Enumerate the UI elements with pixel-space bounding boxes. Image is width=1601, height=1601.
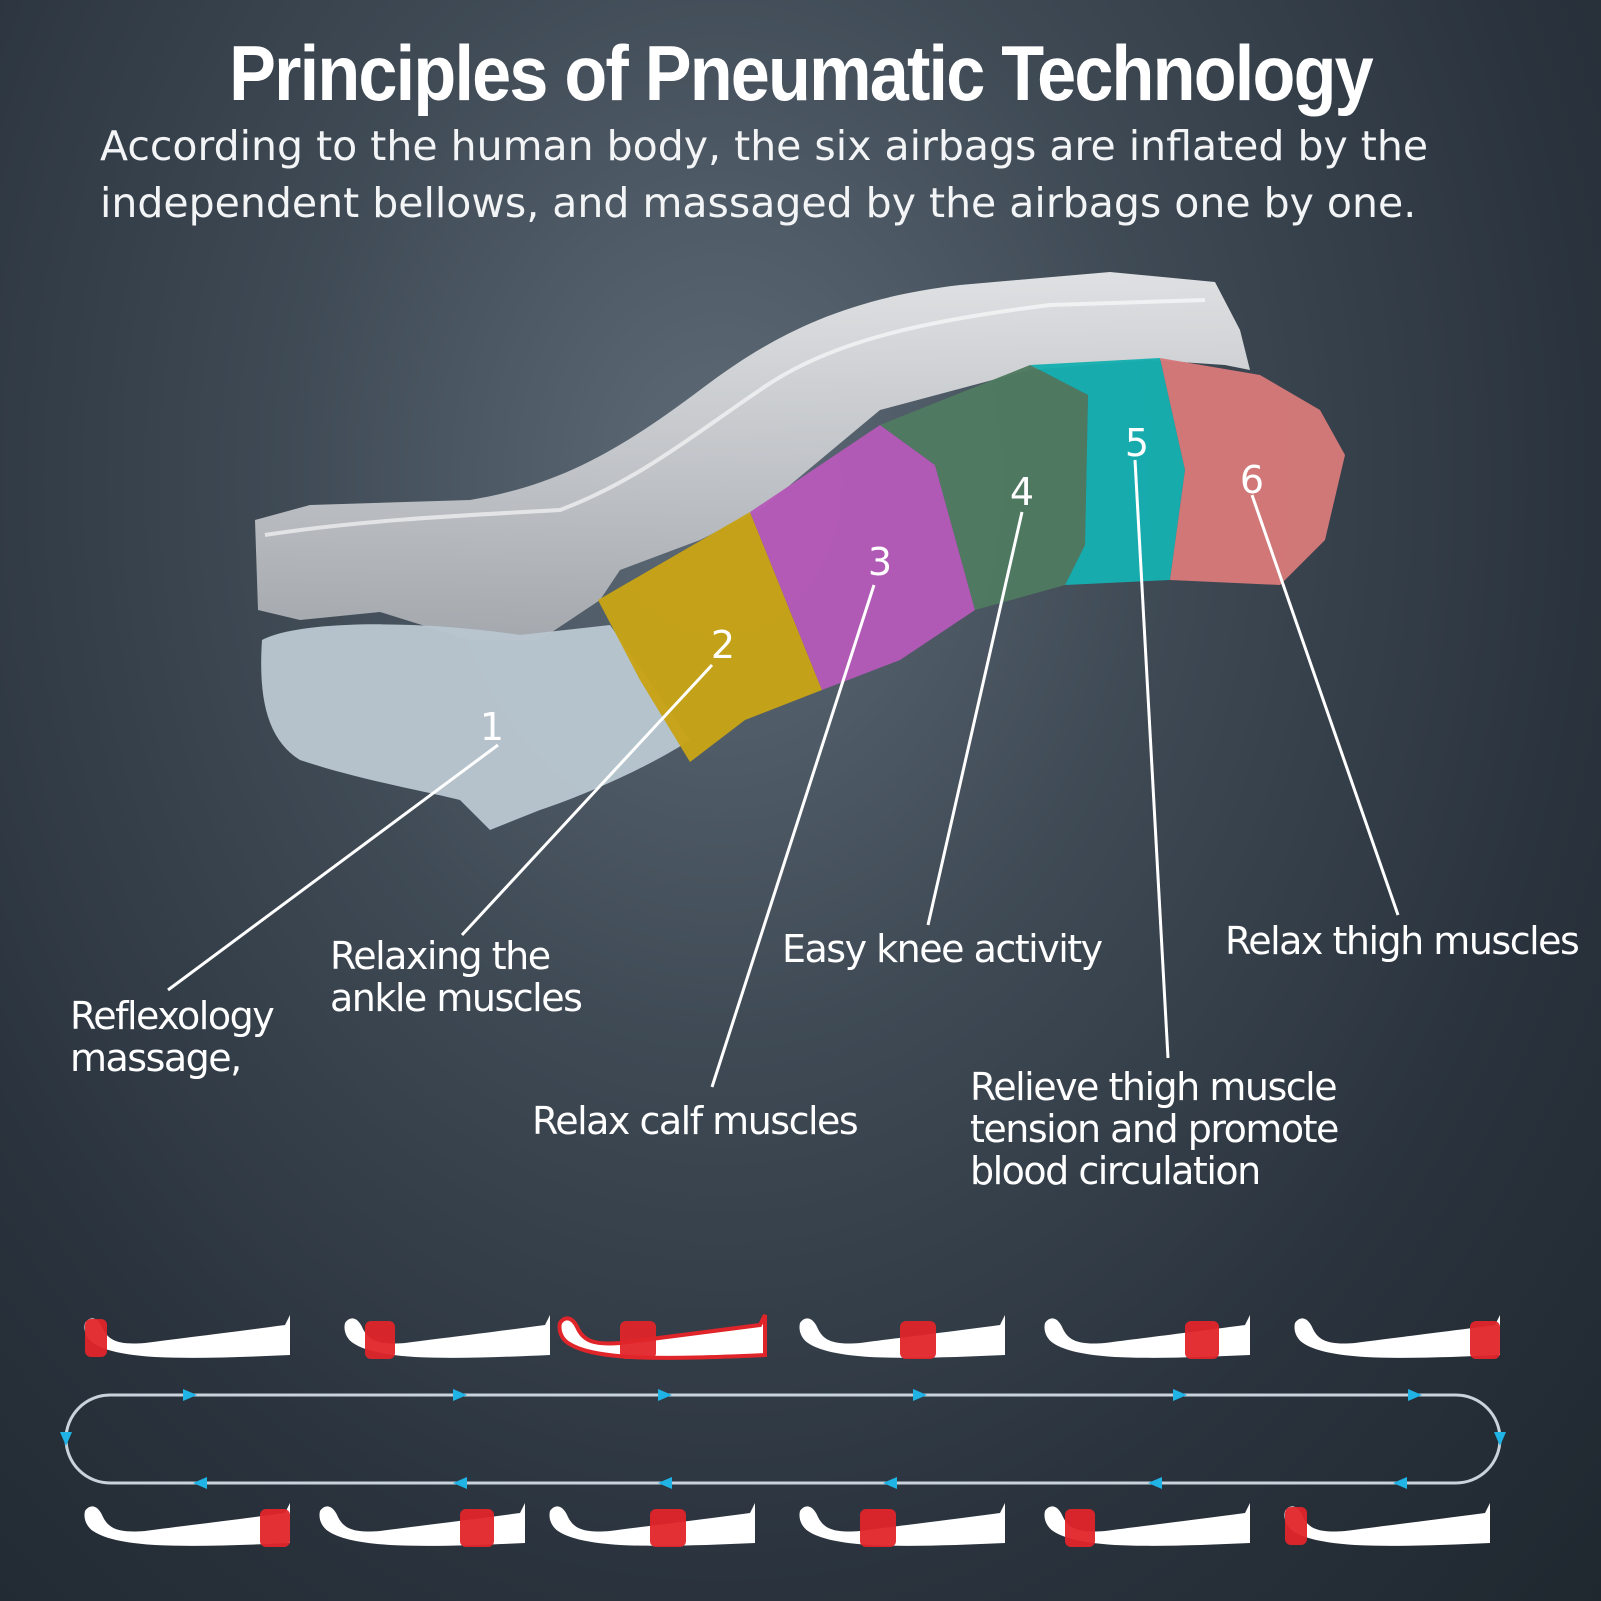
leg-icon-zone-6	[84, 1503, 291, 1547]
zone-number-4: 4	[1010, 470, 1034, 514]
cycle-arrow	[913, 1389, 927, 1401]
callout-label-6: Relax thigh muscles	[1225, 919, 1580, 963]
airbag-zone-3	[750, 425, 975, 690]
leg-icon-zone-5	[319, 1503, 525, 1547]
leader-line-5	[1133, 459, 1170, 1059]
page-subtitle: According to the human body, the six air…	[100, 122, 1429, 227]
cycle-arrow	[1393, 1477, 1407, 1489]
leader-line-2	[460, 663, 714, 937]
cycle-arrows	[60, 1389, 1506, 1489]
cycle-arrow	[1494, 1432, 1506, 1446]
cycle-arrow	[658, 1477, 672, 1489]
leader-line-1	[167, 743, 499, 992]
cycle-arrow	[183, 1389, 197, 1401]
airbag-zone-5	[1030, 358, 1185, 585]
zone-number-3: 3	[868, 540, 892, 584]
cycle-arrow	[1173, 1389, 1187, 1401]
leg-wrap-seam	[264, 298, 1206, 537]
leg-icon-zone-1	[84, 1315, 291, 1358]
page-title: Principles of Pneumatic Technology	[229, 29, 1374, 117]
cycle-arrow	[658, 1389, 672, 1401]
cycle-loop	[64, 1393, 1502, 1485]
leg-icon-zone-2	[344, 1315, 550, 1359]
leg-icon-zone-1	[1284, 1503, 1490, 1546]
leg-wrap-shell	[255, 272, 1250, 640]
callout-label-3: Relax calf muscles	[532, 1099, 859, 1143]
leader-line-3	[710, 584, 876, 1088]
callout-label-4: Easy knee activity	[782, 927, 1103, 971]
leg-icon-zone-2	[1044, 1503, 1250, 1547]
zone-number-5: 5	[1125, 421, 1149, 465]
leader-line-6	[1250, 494, 1400, 916]
cycle-arrow	[60, 1432, 72, 1446]
cycle-arrow	[1408, 1389, 1422, 1401]
airbag-zone-6	[1160, 358, 1345, 585]
airbag-zone-2	[598, 512, 822, 762]
callout-label-5: Relieve thigh muscle tension and promote…	[970, 1065, 1339, 1193]
callout-label-1: Reflexology massage,	[70, 994, 275, 1080]
cycle-leg-icons	[84, 1314, 1500, 1547]
leg-icon-zone-6	[1294, 1315, 1500, 1359]
leg-icon-zone-3	[557, 1314, 767, 1360]
airbag-zone-1	[261, 624, 690, 830]
leg-icon-zone-4	[799, 1315, 1005, 1359]
zone-number-2: 2	[711, 623, 735, 667]
leg-icon-zone-3	[799, 1503, 1005, 1547]
cycle-arrow	[453, 1389, 467, 1401]
cycle-arrow	[1148, 1477, 1162, 1489]
zone-number-6: 6	[1240, 458, 1264, 502]
leg-icon-zone-5	[1044, 1315, 1250, 1359]
callout-label-2: Relaxing the ankle muscles	[330, 934, 583, 1020]
leader-line-4	[926, 511, 1024, 926]
cycle-arrow	[883, 1477, 897, 1489]
zone-number-1: 1	[480, 705, 504, 749]
airbag-zone-4	[880, 365, 1088, 610]
leg-icon-zone-4	[549, 1503, 755, 1547]
cycle-arrow	[453, 1477, 467, 1489]
cycle-arrow	[193, 1477, 207, 1489]
